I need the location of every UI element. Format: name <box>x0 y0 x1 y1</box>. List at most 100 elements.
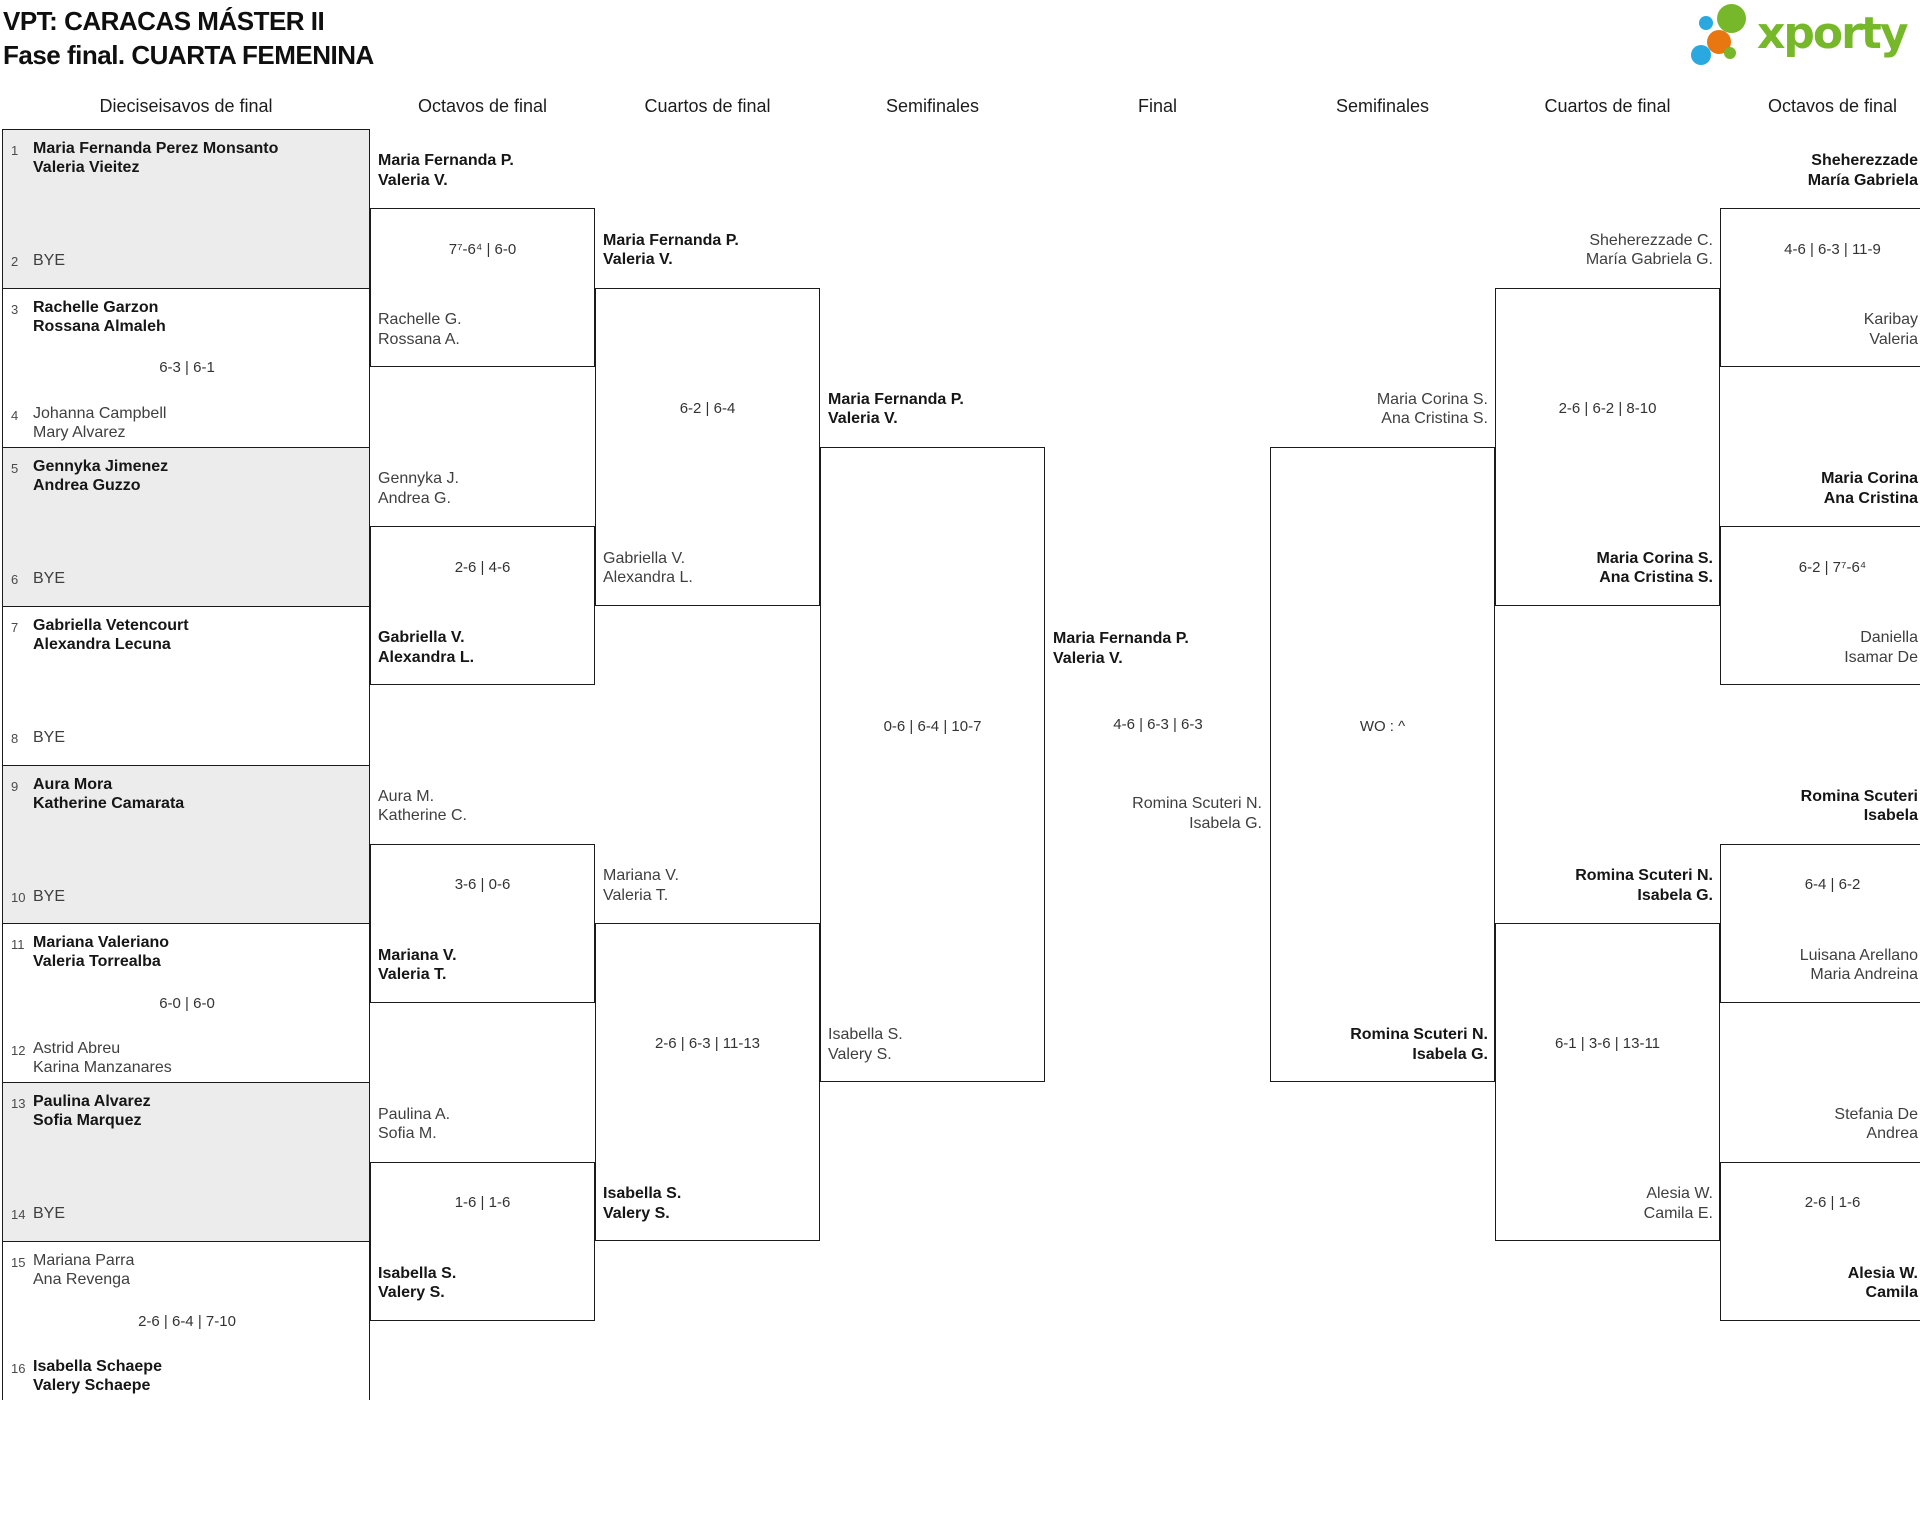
team-name: Maria Fernanda P. <box>828 390 964 408</box>
team-name: Isabela G. <box>1637 886 1713 904</box>
team-label: Romina Scuteri N.Isabela G. <box>1132 794 1262 833</box>
seed-number: 13 <box>11 1096 26 1112</box>
octavos-right-match-0[interactable] <box>1720 208 1920 368</box>
match-score: 6-0 | 6-0 <box>159 994 215 1012</box>
seed-number: 16 <box>11 1361 26 1377</box>
round-header-7: Octavos de final <box>1767 96 1898 116</box>
team-name: Maria Fernanda P. <box>378 152 514 170</box>
team-name: Karibay <box>1863 311 1918 329</box>
team-label: Isabella S.Valery S. <box>603 1184 681 1223</box>
match-score: 2-6 | 1-6 <box>1804 1194 1861 1212</box>
xporty-logo[interactable]: xporty <box>1690 2 1920 68</box>
team-name: Mariana Valeriano <box>33 934 170 952</box>
match-score: 6-1 | 3-6 | 13-11 <box>1554 1035 1661 1053</box>
team-name: Aura Mora <box>33 775 113 793</box>
seed-number: 11 <box>11 937 25 953</box>
team-name: Valeria V. <box>378 171 448 189</box>
team-name: Isamar De <box>1844 648 1918 666</box>
match-score: 6-2 | 6-4 <box>679 399 736 417</box>
team-name: Valery Schaepe <box>33 1377 151 1395</box>
octavos-left-match-1[interactable] <box>370 526 595 686</box>
team-label: Romina Scuteri N.Isabela G. <box>1350 1025 1488 1064</box>
team-name: Rossana Almaleh <box>33 317 166 335</box>
team-name: Rachelle Garzon <box>33 298 159 316</box>
cuartos-right-match-1[interactable] <box>1495 923 1720 1242</box>
team-name: Alesia W. <box>1646 1185 1713 1203</box>
team-label: Maria Fernanda P.Valeria V. <box>1053 629 1189 668</box>
match-score: 4-6 | 6-3 | 11-9 <box>1784 240 1881 258</box>
round-header-0: Dieciseisavos de final <box>99 96 273 116</box>
team-name: Sheherezzade C. <box>1589 231 1713 249</box>
cuartos-left-match-0[interactable] <box>595 287 820 606</box>
team-name: Isabela G. <box>1189 814 1262 832</box>
team-name: Gabriella V. <box>378 629 465 647</box>
team-name: Andrea Guzzo <box>33 476 141 494</box>
match-score: 3-6 | 0-6 <box>454 876 511 894</box>
match-score: 6-3 | 6-1 <box>159 359 215 377</box>
team-name: Isabella S. <box>828 1026 903 1044</box>
team-name: Andrea G. <box>378 489 451 507</box>
team-label: Maria Fernanda P.Valeria V. <box>828 390 964 429</box>
seed-number: 8 <box>11 730 19 746</box>
team-name: Romina Scuteri N. <box>1350 1026 1488 1044</box>
team-name: Alesia W. <box>1847 1264 1918 1282</box>
team-name: Valeria T. <box>603 886 669 904</box>
team-name: Alexandra L. <box>378 648 475 666</box>
semifinal-left-match-0[interactable] <box>820 446 1045 1083</box>
seed-number: 1 <box>11 143 19 158</box>
bye-label: BYE <box>33 252 66 269</box>
team-label: Mariana V.Valeria T. <box>378 946 457 985</box>
team-name: Johanna Campbell <box>33 404 167 422</box>
cuartos-left-match-1[interactable] <box>595 923 820 1242</box>
team-name: Maria Andreina <box>1810 966 1918 984</box>
team-name: Camila <box>1865 1284 1918 1302</box>
team-name: Gennyka Jimenez <box>33 457 169 475</box>
match-score: 1-6 | 1-6 <box>454 1194 511 1212</box>
bye-label: BYE <box>33 569 66 587</box>
round-header-6: Cuartos de final <box>1544 96 1671 116</box>
octavos-right-match-2[interactable] <box>1720 843 1920 1003</box>
team-label: Gabriella V.Alexandra L. <box>603 549 693 588</box>
octavos-left-match-3[interactable] <box>370 1161 595 1321</box>
team-name: Valeria Vieitez <box>33 159 140 176</box>
logo-dot-1 <box>1717 4 1746 33</box>
round-header-4: Final <box>1137 96 1177 116</box>
octavos-right-match-1[interactable] <box>1720 526 1920 686</box>
team-name: Gabriella Vetencourt <box>33 616 189 634</box>
bye-label: BYE <box>33 1205 66 1223</box>
team-name: Astrid Abreu <box>33 1040 121 1058</box>
team-name: Valery S. <box>378 1284 445 1302</box>
team-name: Rossana A. <box>378 330 460 348</box>
team-label: Gennyka J.Andrea G. <box>378 469 459 508</box>
seed-number: 4 <box>11 407 19 423</box>
octavos-left-match-2[interactable] <box>370 843 595 1003</box>
octavos-left-match-0[interactable] <box>370 208 595 368</box>
team-name: Ana Cristina S. <box>1381 410 1488 428</box>
octavos-right-match-3[interactable] <box>1720 1161 1920 1321</box>
team-label: Maria Fernanda P.Valeria V. <box>603 231 739 270</box>
team-name: Valeria V. <box>1053 649 1123 667</box>
team-name: Isabela G. <box>1412 1045 1488 1063</box>
team-label: Mariana V.Valeria T. <box>603 866 679 905</box>
cuartos-right-match-0[interactable] <box>1495 287 1720 606</box>
logo-dot-0 <box>1699 16 1713 30</box>
seed-number: 5 <box>11 460 19 476</box>
semifinal-right-match-0[interactable] <box>1270 446 1495 1083</box>
team-name: Mariana V. <box>603 867 679 885</box>
team-name: Sofia M. <box>378 1125 437 1143</box>
team-name: Aura M. <box>378 787 435 805</box>
